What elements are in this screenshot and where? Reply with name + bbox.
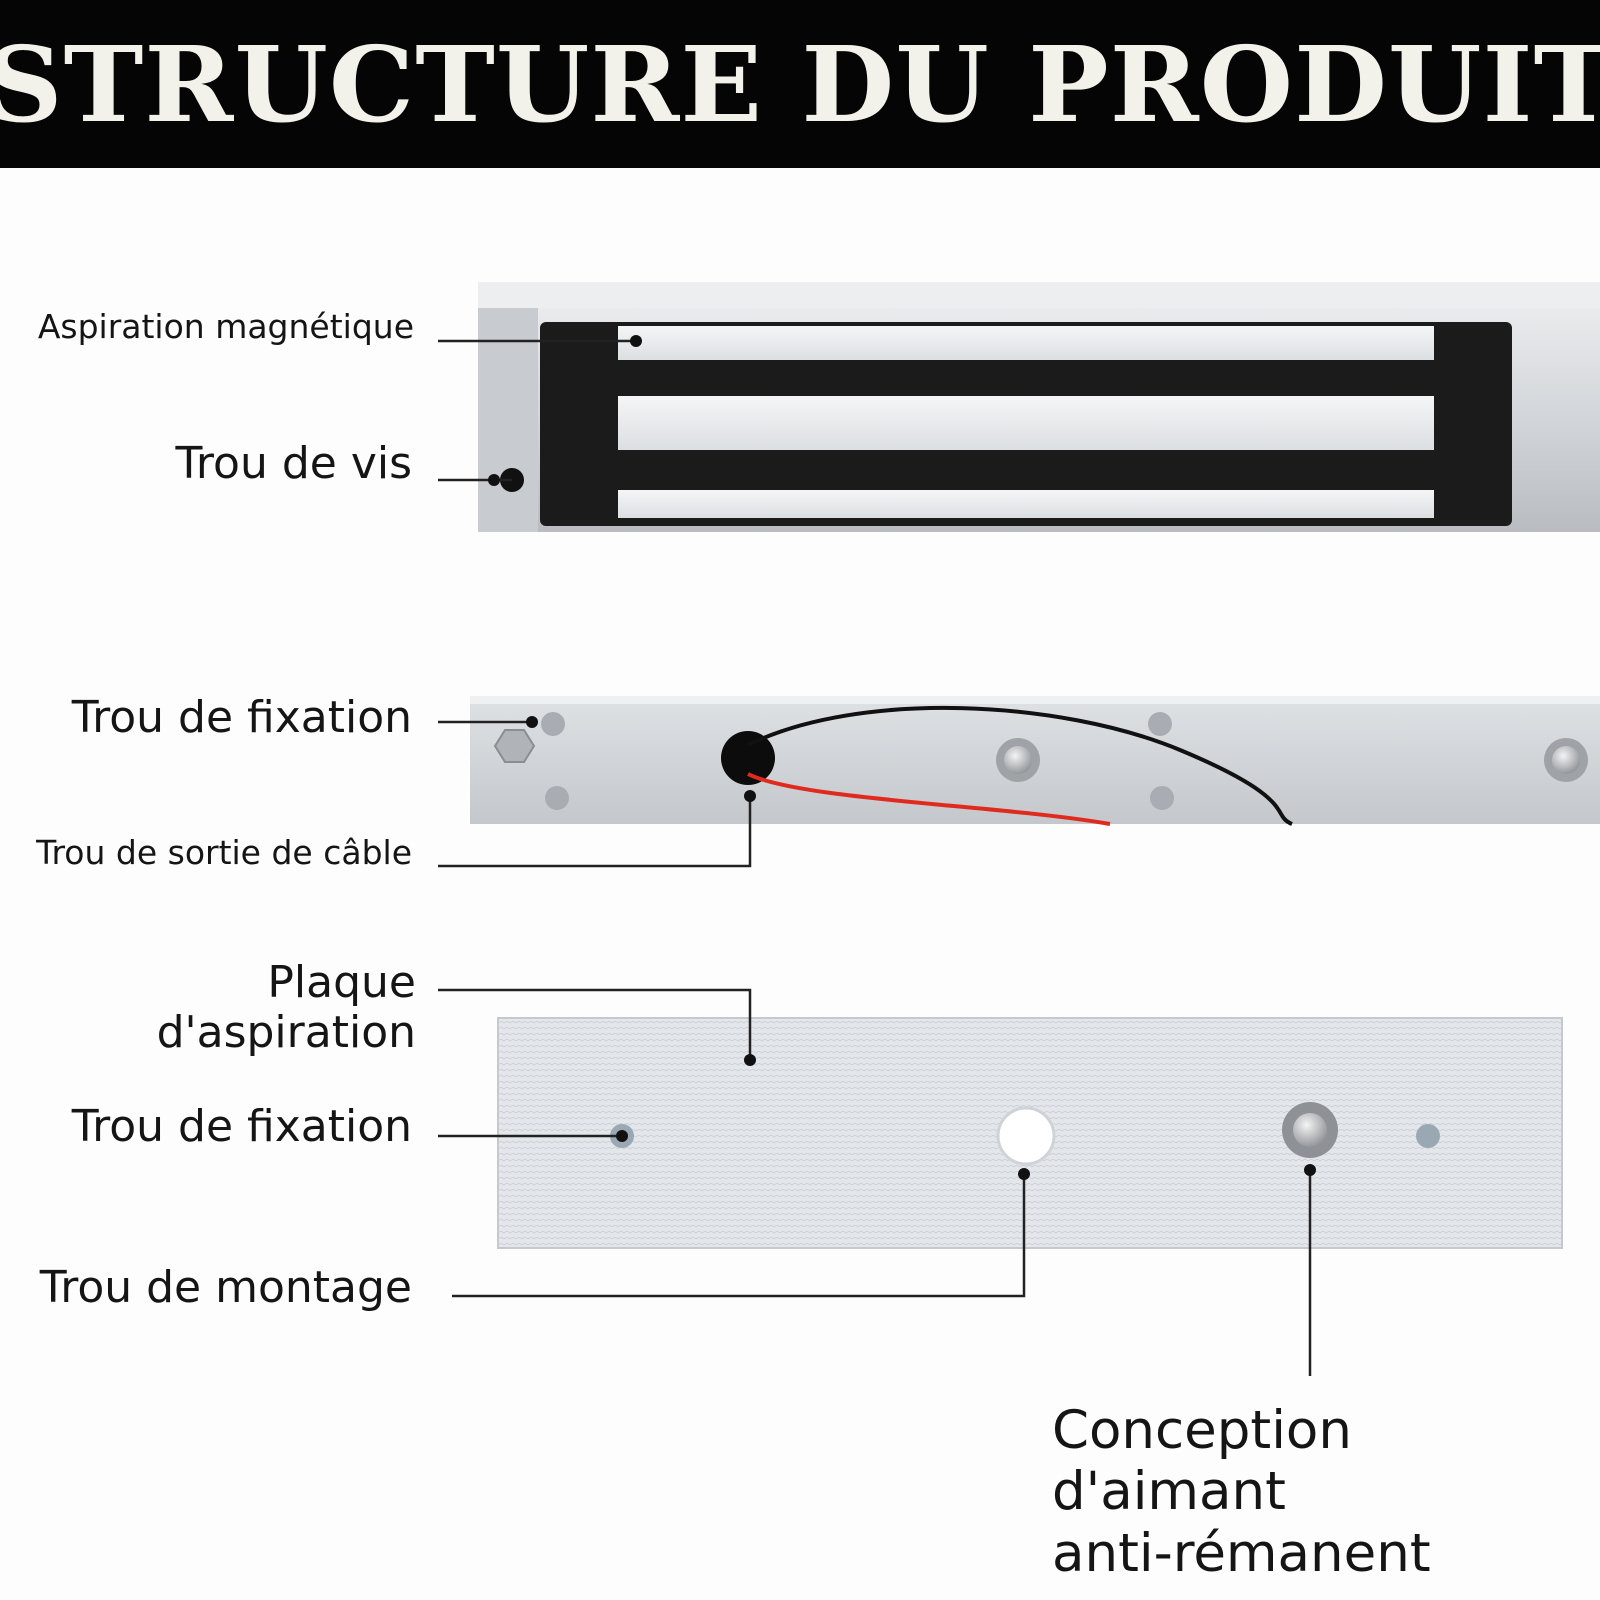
label-screw-hole: Trou de vis (175, 438, 413, 489)
cable-exit-hole-icon (721, 731, 775, 785)
mounting-bar (470, 696, 1600, 826)
page-title: STRUCTURE DU PRODUIT (0, 22, 1600, 146)
label-suction-plate-line1: Plaque (267, 957, 416, 1008)
label-magnetic-suction: Aspiration magnétique (37, 307, 414, 346)
red-wire (747, 772, 1111, 826)
leader-lines (438, 339, 1312, 1376)
anti-remanence-screw-icon (1282, 1102, 1338, 1158)
title-banner: STRUCTURE DU PRODUIT (0, 0, 1600, 168)
leader-dots (488, 335, 1316, 1180)
screw-icon (1544, 738, 1588, 782)
label-suction-plate-line2: d'aspiration (156, 1007, 416, 1059)
magnet-body (478, 282, 1600, 532)
label-cable-exit-hole: Trou de sortie de câble (36, 833, 412, 872)
label-suction-plate: Plaque d'aspiration (156, 957, 416, 1059)
magnet-core (540, 322, 1512, 526)
mounting-hole-icon (996, 1106, 1056, 1166)
screw-icon (996, 738, 1040, 782)
hex-nut-icon (493, 729, 536, 763)
label-fixing-hole-top: Trou de fixation (71, 692, 412, 743)
label-anti-remanence: Conception d'aimant anti-rémanent (1052, 1400, 1431, 1584)
label-fixing-hole-bottom: Trou de fixation (71, 1101, 412, 1152)
label-anti-remanence-line2: d'aimant (1052, 1461, 1286, 1523)
label-anti-remanence-line1: Conception (1052, 1400, 1352, 1461)
black-wire (747, 705, 1293, 826)
armature-plate (497, 1017, 1563, 1249)
label-mounting-hole: Trou de montage (39, 1262, 412, 1313)
label-anti-remanence-line3: anti-rémanent (1052, 1522, 1431, 1584)
